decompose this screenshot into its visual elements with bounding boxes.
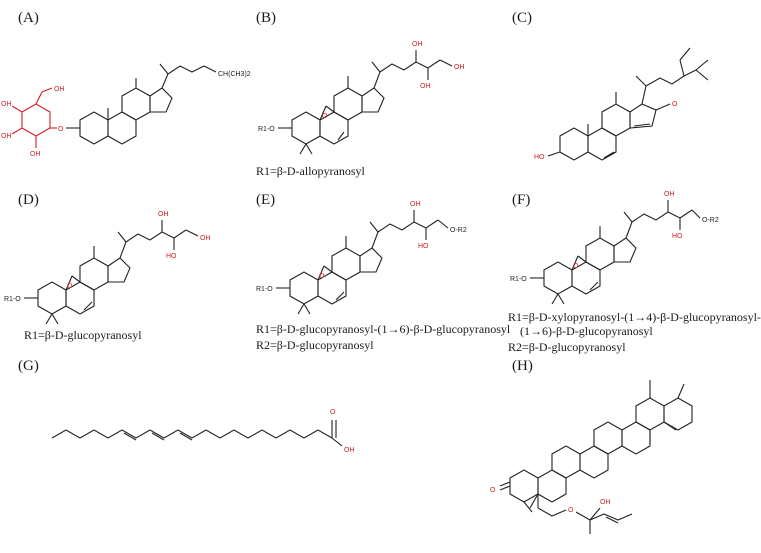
oxygen-label-g: O — [330, 409, 336, 416]
caption-f-1: R1=β-D-xylopyranosyl-(1→4)-β-D-glucopyra… — [508, 310, 761, 324]
r1o-label-f: R1-O — [510, 276, 527, 283]
caption-f-3: R2=β-D-glucopyranosyl — [508, 340, 626, 354]
or2-label-e: O-R2 — [450, 227, 467, 234]
r1o-label-b: R1-O — [258, 126, 275, 133]
oh-label-a-1: OH — [54, 86, 65, 93]
oh-label-e: OH — [410, 201, 421, 208]
oh-label-h: OH — [600, 499, 611, 506]
oh-label-b-1: OH — [412, 41, 423, 48]
structure-b: O OH OH OH R1-O — [258, 41, 465, 155]
structure-c: O HO — [534, 47, 709, 161]
structure-g: O OH — [51, 409, 355, 454]
panel-label-c: (C) — [512, 10, 532, 26]
caption-b: R1=β-D-allopyranosyl — [256, 164, 365, 178]
caption-d: R1=β-D-glucopyranosyl — [24, 328, 142, 342]
panel-label-h: (H) — [512, 358, 533, 374]
structure-e: O OH HO O-R2 R1-O — [256, 201, 467, 315]
oh-label-a-4: OH — [30, 151, 41, 158]
panel-label-e: (E) — [256, 192, 276, 208]
panel-label-d: (D) — [18, 192, 39, 208]
structure-d: O OH HO OH R1-O — [4, 211, 211, 325]
ho-label-c: HO — [534, 154, 545, 161]
oxygen-label-h-ketone: O — [490, 487, 496, 494]
panel-label-f: (F) — [512, 192, 531, 208]
structure-h: O O OH — [490, 380, 693, 534]
caption-e-2: R2=β-D-glucopyranosyl — [256, 338, 374, 352]
oxygen-label-a: O — [58, 126, 64, 133]
panel-label-b: (B) — [256, 10, 276, 26]
oh-label-d-1: OH — [158, 211, 169, 218]
oxygen-label-c: O — [672, 101, 678, 108]
oh-label-b-2: OH — [420, 83, 431, 90]
oh-label-d-2: OH — [200, 235, 211, 242]
oxygen-label-h-ether: O — [568, 507, 574, 514]
caption-e-1: R1=β-D-glucopyranosyl-(1→6)-β-D-glucopyr… — [256, 322, 511, 336]
ho-label-f: HO — [672, 233, 683, 240]
oh-label-g: OH — [344, 447, 355, 454]
ho-label-e: HO — [418, 243, 429, 250]
oh-label-b-3: OH — [454, 64, 465, 71]
or2-label-f: O-R2 — [702, 217, 719, 224]
structure-f: O OH HO O-R2 R1-O — [510, 191, 719, 305]
oxygen-label-b: O — [322, 113, 328, 120]
r1o-label-d: R1-O — [4, 296, 21, 303]
caption-f-2: (1→6)-β-D-glucopyranosyl — [520, 324, 653, 338]
panel-label-a: (A) — [18, 10, 39, 26]
oh-label-a-3: OH — [1, 133, 12, 140]
oxygen-label-d: O — [67, 283, 73, 290]
r1o-label-e: R1-O — [256, 286, 273, 293]
structure-a: CH(CH3)2 O OH OH OH OH — [1, 63, 251, 158]
oh-label-f: OH — [664, 191, 675, 198]
panel-label-g: (G) — [18, 358, 39, 374]
oh-label-a-2: OH — [1, 101, 12, 108]
oxygen-label-f: O — [573, 263, 579, 270]
oxygen-label-e: O — [319, 273, 325, 280]
group-label-a: CH(CH3)2 — [218, 71, 251, 78]
ho-label-d: HO — [166, 253, 177, 260]
